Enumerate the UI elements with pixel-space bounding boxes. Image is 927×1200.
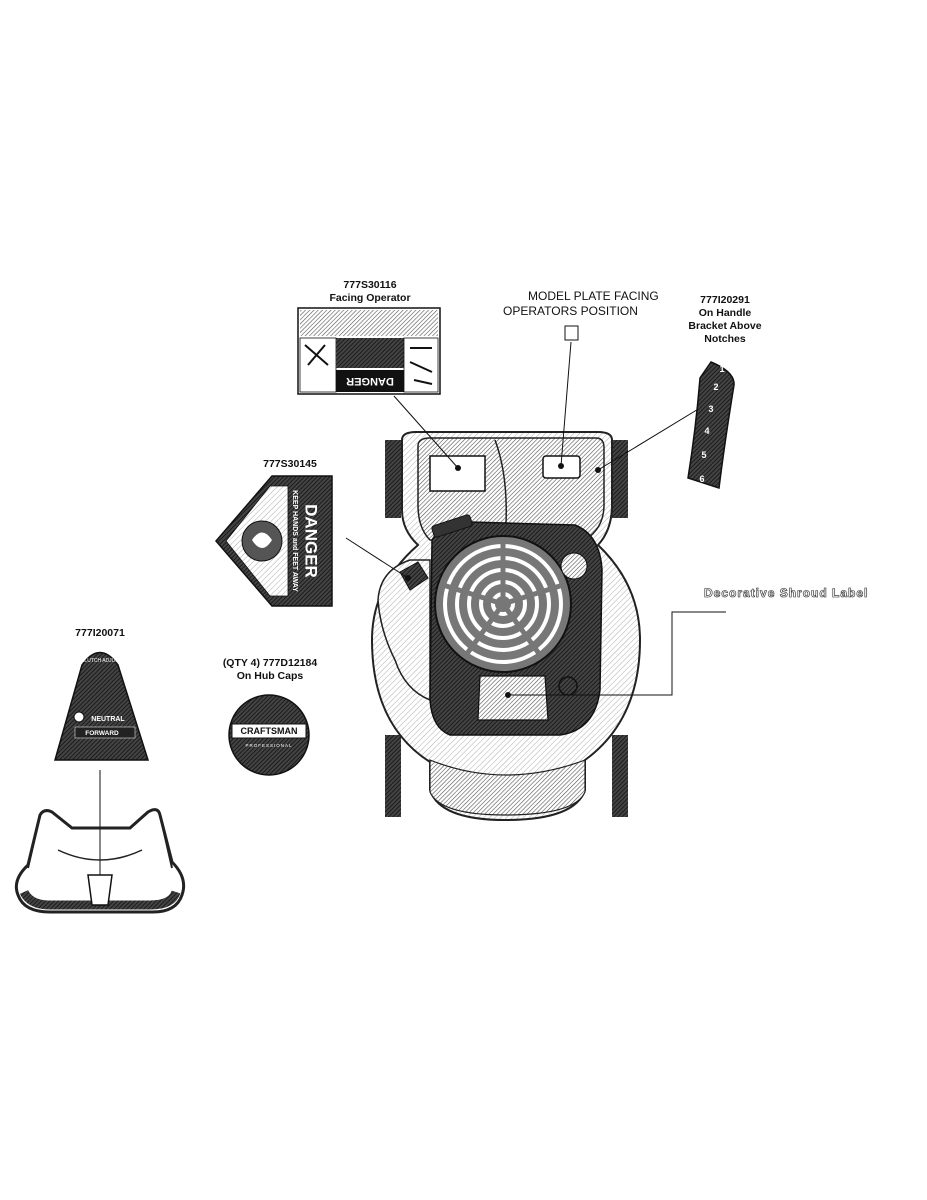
mower-handle [14, 808, 186, 914]
notch-number-5: 5 [701, 450, 706, 460]
notch-number-2: 2 [713, 382, 718, 392]
clutch-header: DRIVE CLUTCH ADJUSTMENT [64, 658, 136, 664]
hub-cap-line1: (QTY 4) 777D12184 [222, 657, 318, 669]
danger-label-777S30145: DANGER KEEP HANDS and FEET AWAY [215, 475, 333, 607]
notch-number-1: 1 [719, 364, 724, 374]
fuel-cap [560, 552, 588, 580]
side-discharge-plate [377, 559, 431, 702]
side-danger-part-number: 777S30145 [263, 458, 317, 470]
front-skirt [429, 759, 586, 816]
shroud-danger-part-number: 777S30116 [343, 279, 397, 291]
decorative-shroud-location [477, 675, 549, 721]
neutral-text: NEUTRAL [91, 716, 125, 723]
hub-cap-callout: (QTY 4) 777D12184 On Hub Caps [200, 657, 340, 683]
model-plate-line2: OPERATORS POSITION [503, 304, 638, 318]
rear-left-wheel [385, 440, 401, 518]
shroud-danger-callout: 777S30116 Facing Operator [300, 279, 440, 305]
hub-cap-777D12184: CRAFTSMAN PROFESSIONAL [228, 694, 310, 776]
danger-label-777S30116: DANGER [297, 307, 441, 395]
hub-cap-line2: On Hub Caps [236, 670, 304, 682]
shroud-danger-location: Facing Operator [329, 292, 411, 304]
side-danger-word: DANGER [302, 504, 321, 578]
front-right-wheel [612, 735, 628, 817]
notch-label-777I20291: 1 2 3 4 5 6 [687, 361, 735, 489]
leader-lines [99, 341, 726, 886]
mower-top-view [370, 431, 642, 822]
notch-number-4: 4 [704, 426, 709, 436]
neutral-n-icon [73, 711, 85, 723]
notch-number-3: 3 [708, 404, 713, 414]
decorative-shroud-callout: Decorative Shroud Label [704, 586, 869, 600]
handle-bracket-part-number: 777I20291 [700, 294, 750, 306]
shroud-label-location [429, 455, 486, 492]
notch-number-6: 6 [699, 474, 704, 484]
hub-cap-brand: CRAFTSMAN [241, 726, 298, 736]
engine-fan-spokes [442, 540, 564, 657]
clutch-label-part-number: 777I20071 [75, 627, 125, 639]
engine-handle [431, 514, 473, 538]
model-plate-line1: MODEL PLATE FACING [528, 289, 659, 303]
forward-text: FORWARD [85, 730, 119, 737]
danger-word-inverted: DANGER [346, 375, 394, 387]
handle-bracket-line2: Bracket Above [688, 320, 762, 332]
hub-cap-brand-sub: PROFESSIONAL [245, 743, 292, 748]
handle-bracket-line3: Notches [704, 333, 746, 345]
front-left-wheel [385, 735, 401, 817]
clutch-label-777I20071: DRIVE CLUTCH ADJUSTMENT NEUTRAL FORWARD [54, 651, 150, 761]
handle-bracket-callout: 777I20291 On Handle Bracket Above Notche… [670, 294, 780, 346]
keep-away-text: KEEP HANDS and FEET AWAY [291, 490, 298, 592]
rear-right-wheel [612, 440, 628, 518]
model-plate-small-box [564, 325, 579, 341]
side-danger-location [399, 561, 429, 591]
handle-bracket-line1: On Handle [698, 307, 752, 319]
model-plate-callout: MODEL PLATE FACING OPERATORS POSITION [503, 289, 693, 319]
